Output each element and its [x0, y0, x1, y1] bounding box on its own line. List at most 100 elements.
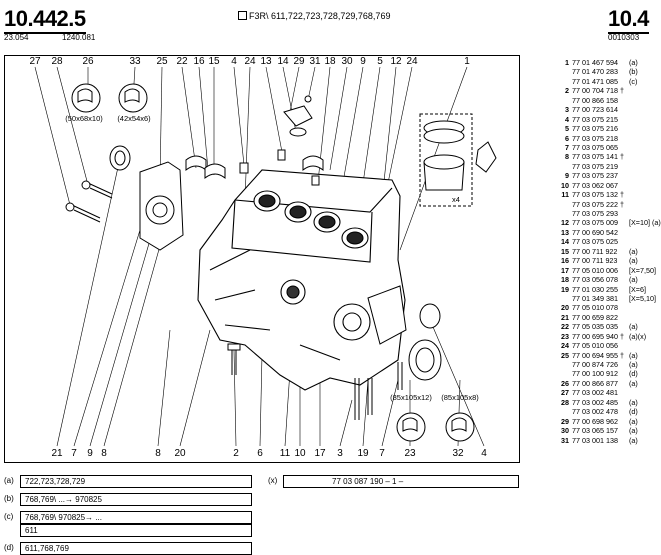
part-reference: 77 03 075 009 — [572, 218, 618, 228]
leader-line — [157, 329, 171, 447]
part-reference: 77 03 075 132 † — [572, 190, 624, 200]
part-reference: 77 00 659 822 — [572, 312, 618, 322]
part-number: 14 — [561, 237, 569, 247]
callout-bottom-7: 7 — [71, 448, 77, 459]
part-reference: 77 00 690 542 — [572, 227, 618, 237]
rear-oil-seals — [367, 285, 442, 381]
legend-key: (a) — [4, 476, 14, 485]
part-row: 77 01 349 381[X=5,10] — [533, 294, 656, 303]
part-number: 4 — [565, 114, 569, 124]
callout-top-18: 18 — [324, 56, 336, 67]
part-note: (a) — [629, 426, 638, 436]
leader-line — [198, 66, 209, 171]
legend-key: (d) — [4, 543, 14, 552]
part-number: 16 — [561, 256, 569, 266]
callout-bottom-10: 10 — [294, 448, 306, 459]
kit-qty: x4 — [452, 195, 460, 204]
part-reference: 77 05 035 035 — [572, 322, 618, 332]
legend-key: (c) — [4, 512, 14, 521]
part-reference: 77 01 467 594 — [572, 58, 618, 67]
part-number: 18 — [561, 275, 569, 285]
part-note: (d) — [629, 407, 638, 417]
leader-line — [289, 66, 300, 113]
part-note: (d) — [629, 369, 638, 379]
part-reference: 77 03 075 218 — [572, 133, 618, 143]
part-row: 77 01 470 283 (b) — [533, 67, 654, 76]
leader-line — [181, 66, 197, 169]
part-note: (a) — [629, 256, 638, 266]
part-reference: 77 00 711 922 — [572, 246, 618, 256]
part-row: 77 00 866 158 — [533, 96, 654, 105]
part-number: 20 — [561, 303, 569, 313]
callout-bottom-9: 9 — [87, 448, 93, 459]
leader-line — [56, 66, 89, 186]
callout-bottom-11: 11 — [280, 448, 291, 459]
part-number: 30 — [561, 426, 569, 436]
part-reference: 77 00 698 962 — [572, 416, 618, 426]
leader-line — [265, 66, 283, 153]
callout-bottom-7: 7 — [379, 448, 385, 459]
part-number: 9 — [565, 171, 569, 181]
part-note: (a) — [629, 435, 638, 445]
part-reference: 77 03 002 481 — [572, 388, 618, 398]
part-reference: 77 03 062 067 — [572, 180, 618, 190]
part-number: 27 — [561, 388, 569, 398]
legend-key: (b) — [4, 494, 14, 503]
callout-top-24: 24 — [406, 56, 418, 67]
leader-line — [159, 66, 163, 181]
part-reference: 77 03 075 141 † — [572, 152, 624, 162]
seal-size-small: (42x54x6) — [117, 114, 151, 123]
part-row: 77 03 075 219 — [533, 162, 654, 171]
part-number: 10 — [561, 180, 569, 190]
part-reference: 77 00 100 912 — [572, 369, 618, 379]
callout-top-16: 16 — [193, 56, 205, 67]
part-note: (c) — [629, 76, 638, 86]
callout-top-30: 30 — [341, 56, 353, 67]
part-number: 19 — [561, 284, 569, 294]
part-number: 13 — [561, 227, 569, 237]
leader-line — [339, 399, 353, 447]
part-reference: 77 03 075 237 — [572, 171, 618, 181]
part-reference: 77 03 002 478 — [572, 407, 618, 417]
diagram-frame — [4, 55, 520, 463]
part-note: (b) — [629, 67, 638, 77]
model-box-icon — [238, 11, 247, 20]
callout-bottom-21: 21 — [51, 448, 63, 459]
part-row: 77 03 075 222 † — [533, 200, 654, 209]
seal-size-rear-b: (85x105x8) — [441, 393, 479, 402]
seal-detail-insets — [71, 83, 475, 442]
callout-bottom-19: 19 — [357, 448, 369, 459]
part-reference: 77 00 723 614 — [572, 105, 618, 115]
callout-bottom-17: 17 — [314, 448, 326, 459]
seal-size-front: (50x68x10) — [65, 114, 103, 123]
main-bearing-shells — [185, 149, 324, 186]
leader-line — [233, 66, 245, 166]
legend-entry: 722,723,728,729 — [20, 475, 252, 488]
callout-top-28: 28 — [51, 56, 63, 67]
leader-line — [362, 379, 369, 447]
piston-kit — [419, 113, 497, 207]
part-number: 26 — [561, 378, 569, 388]
cylinder-block — [197, 169, 406, 391]
legend-key-x: (x) — [268, 476, 278, 485]
part-reference: 77 01 470 283 — [572, 67, 618, 77]
part-number: 15 — [561, 246, 569, 256]
part-reference: 77 00 694 955 † — [572, 350, 624, 360]
callout-bottom-23: 23 — [404, 448, 416, 459]
header-center: F3R\ 611,722,723,728,729,768,769 — [238, 11, 390, 21]
part-number: 12 — [561, 218, 569, 228]
